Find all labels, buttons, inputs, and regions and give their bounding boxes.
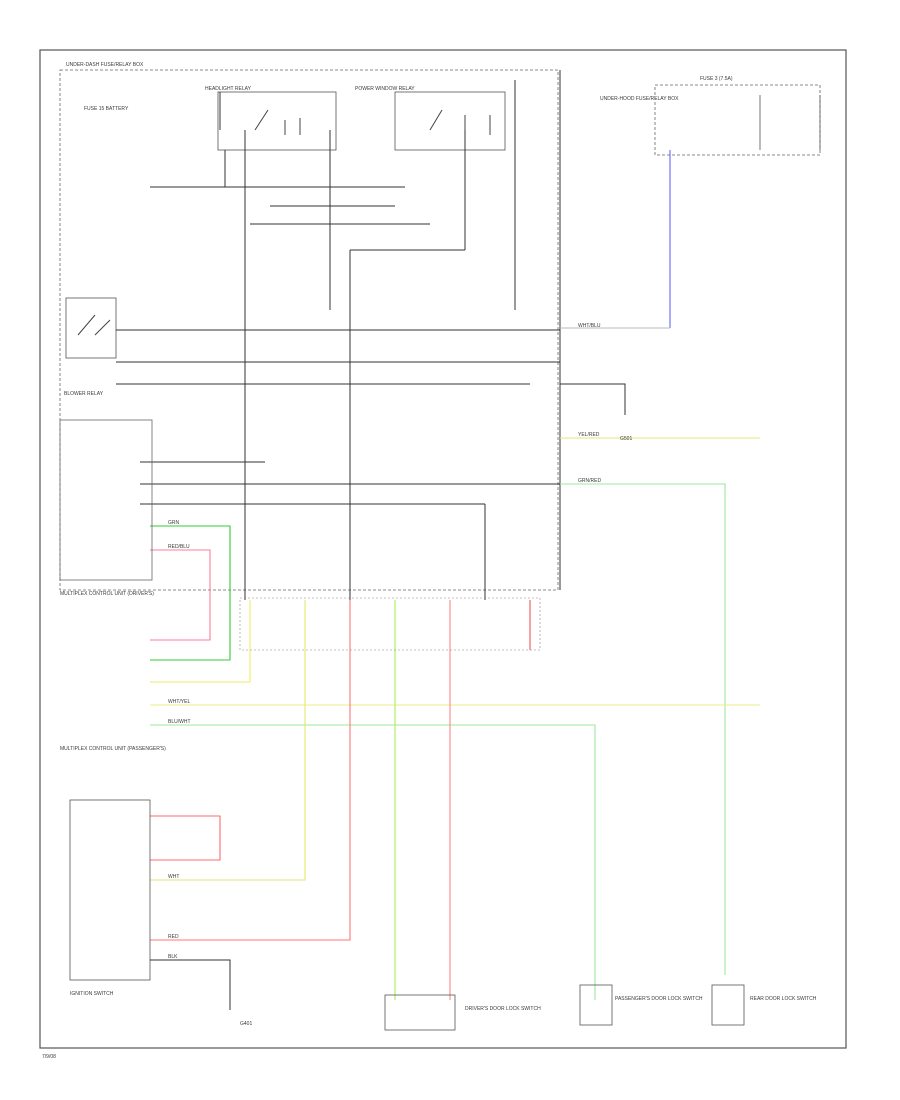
left-module-label: MULTIPLEX CONTROL UNIT (DRIVER'S) (60, 591, 154, 597)
ground-right-wire (560, 383, 626, 415)
fuse-right-sub: UNDER-HOOD FUSE/RELAY BOX (600, 96, 679, 102)
wire-label: RED/BLU (168, 544, 190, 550)
wire-label: BLK (168, 954, 178, 960)
wire-label: WHT (168, 874, 179, 880)
wire-label: GRN (168, 520, 180, 526)
relay-b-switch (429, 109, 491, 135)
relay-a-box (217, 91, 337, 151)
ignition-switch-box (69, 799, 151, 981)
relay-a-label: HEADLIGHT RELAY (205, 86, 252, 92)
ignition-switch-label: IGNITION SWITCH (70, 991, 114, 997)
fuse-right-label: FUSE 3 (7.5A) (700, 76, 733, 82)
relay-b-box (394, 91, 506, 151)
corner-code: 7/9/08 (42, 1054, 56, 1060)
fuse-box-top-label: UNDER-DASH FUSE/RELAY BOX (66, 62, 144, 68)
ground-left-label: G401 (240, 1021, 252, 1027)
driver-door-switch-label: DRIVER'S DOOR LOCK SWITCH (465, 1006, 541, 1012)
pass-door-switch-box (579, 984, 613, 1026)
wire-label: BLU/WHT (168, 719, 191, 725)
fuse-box-top-sub: FUSE 15 BATTERY (84, 106, 129, 112)
wire-label: WHT/BLU (578, 323, 601, 329)
fuse-right-box (654, 84, 821, 156)
wire-label: GRN/RED (578, 478, 601, 484)
ground-right-label: G501 (620, 436, 632, 442)
diagram-frame (39, 49, 847, 1049)
pass-door-switch-label: PASSENGER'S DOOR LOCK SWITCH (615, 996, 703, 1002)
rear-door-switch-box (711, 984, 745, 1026)
fuse-right-inner (759, 95, 821, 150)
left-module-b-label: MULTIPLEX CONTROL UNIT (PASSENGER'S) (60, 746, 166, 752)
wire-label: WHT/YEL (168, 699, 190, 705)
colored-wires (150, 150, 760, 1000)
wire-label: YEL/RED (578, 432, 600, 438)
black-bus-lines (116, 70, 561, 600)
mid-connector (239, 597, 541, 651)
driver-door-switch-box (384, 994, 456, 1031)
relay-a-switch (254, 109, 301, 135)
left-module-box (59, 419, 153, 581)
blower-relay-box (65, 297, 117, 359)
wire-label: RED (168, 934, 179, 940)
blower-relay-switch (77, 314, 111, 336)
rear-door-switch-label: REAR DOOR LOCK SWITCH (750, 996, 817, 1002)
ground-left-wire (150, 959, 231, 1010)
blower-relay-label: BLOWER RELAY (64, 391, 104, 397)
wire-labels: WHT/BLU YEL/RED GRN/RED GRN RED/BLU WHT/… (168, 323, 601, 960)
relay-b-label: POWER WINDOW RELAY (355, 86, 415, 92)
